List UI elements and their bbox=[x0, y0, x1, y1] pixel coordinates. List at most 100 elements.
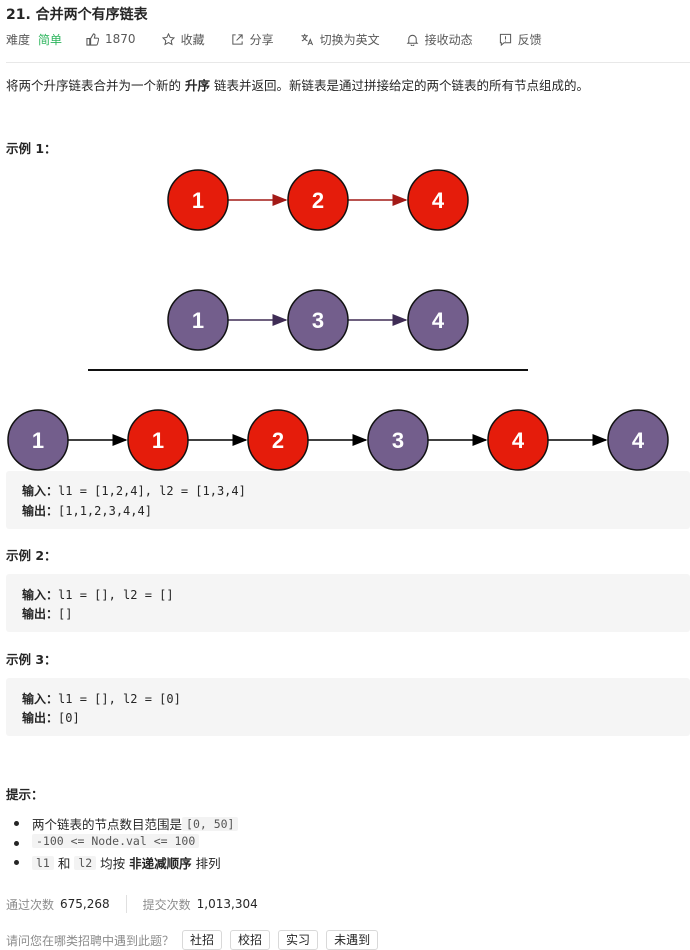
example-3-title: 示例 3： bbox=[6, 652, 57, 667]
switch-language-label: 切换为英文 bbox=[319, 32, 380, 47]
example-2-output: 输出：[] bbox=[22, 605, 72, 622]
problem-meta-bar: 难度 简单 1870 收藏 分享 切换为英文 接收动态 反馈 bbox=[6, 30, 568, 48]
example-3-code: 输入：l1 = [], l2 = [0] 输出：[0] bbox=[6, 678, 690, 736]
node-label: 1 bbox=[32, 428, 44, 453]
list2-node: 1 bbox=[167, 289, 229, 351]
hint-item: l1 和 l2 均按 非递减顺序 排列 bbox=[14, 853, 221, 872]
problem-description: 将两个升序链表合并为一个新的 升序 链表并返回。新链表是通过拼接给定的两个链表的… bbox=[6, 75, 589, 94]
description-text-start: 将两个升序链表合并为一个新的 bbox=[6, 78, 185, 93]
node-label: 3 bbox=[392, 428, 404, 453]
output-value: [] bbox=[58, 607, 73, 621]
hint-text: 均按 bbox=[96, 856, 130, 871]
node-label: 4 bbox=[632, 428, 645, 453]
list2-node: 4 bbox=[407, 289, 469, 351]
submitted-count: 1,013,304 bbox=[196, 897, 258, 911]
accepted-label: 通过次数 bbox=[6, 897, 55, 912]
share-button[interactable]: 分享 bbox=[231, 31, 274, 48]
stats-divider bbox=[125, 895, 127, 913]
bullet bbox=[14, 860, 19, 865]
merged-node: 1 bbox=[7, 409, 69, 471]
notify-label: 接收动态 bbox=[424, 32, 473, 47]
merged-node: 3 bbox=[367, 409, 429, 471]
node-label: 1 bbox=[192, 188, 204, 213]
description-bold: 升序 bbox=[184, 78, 210, 93]
difficulty-label: 难度 bbox=[6, 32, 31, 47]
hint-code: [0, 50] bbox=[182, 816, 239, 831]
example-2-code: 输入：l1 = [], l2 = [] 输出：[] bbox=[6, 574, 690, 632]
input-label: 输入： bbox=[22, 692, 59, 706]
interview-option-button[interactable]: 社招 bbox=[182, 930, 223, 950]
input-label: 输入： bbox=[22, 588, 59, 602]
merged-node: 4 bbox=[487, 409, 549, 471]
node-label: 4 bbox=[432, 308, 445, 333]
accepted-count: 675,268 bbox=[60, 897, 110, 911]
interview-option-button[interactable]: 校招 bbox=[230, 930, 271, 950]
bullet bbox=[14, 821, 19, 826]
feedback-button[interactable]: 反馈 bbox=[499, 31, 542, 48]
hint-code: l2 bbox=[74, 855, 97, 870]
example-1-output: 输出：[1,1,2,3,4,4] bbox=[22, 502, 152, 519]
example-1-input: 输入：l1 = [1,2,4], l2 = [1,3,4] bbox=[22, 482, 246, 499]
node-label: 3 bbox=[312, 308, 324, 333]
translate-icon bbox=[301, 33, 313, 45]
example-3-input: 输入：l1 = [], l2 = [0] bbox=[22, 690, 181, 707]
node-label: 1 bbox=[192, 308, 204, 333]
output-label: 输出： bbox=[22, 504, 59, 518]
input-value: l1 = [], l2 = [0] bbox=[58, 692, 181, 706]
favorite-button[interactable]: 收藏 bbox=[161, 31, 205, 48]
share-label: 分享 bbox=[249, 32, 274, 47]
hint-text: 和 bbox=[53, 856, 75, 871]
hints-title: 提示： bbox=[6, 787, 44, 802]
input-label: 输入： bbox=[22, 484, 59, 498]
list1-node: 1 bbox=[167, 169, 229, 231]
interview-question-text: 请问您在哪类招聘中遇到此题？ bbox=[6, 933, 175, 948]
description-text-end: 链表并返回。新链表是通过拼接给定的两个链表的所有节点组成的。 bbox=[210, 78, 589, 93]
feedback-label: 反馈 bbox=[517, 32, 542, 47]
node-label: 2 bbox=[312, 188, 324, 213]
list1-node: 4 bbox=[407, 169, 469, 231]
hint-item: 两个链表的节点数目范围是 [0, 50] bbox=[14, 814, 239, 833]
interview-option-button[interactable]: 实习 bbox=[278, 930, 319, 950]
switch-language-button[interactable]: 切换为英文 bbox=[300, 31, 380, 48]
node-label: 4 bbox=[432, 188, 445, 213]
hint-item: -100 <= Node.val <= 100 bbox=[14, 834, 200, 848]
input-value: l1 = [1,2,4], l2 = [1,3,4] bbox=[58, 484, 246, 498]
share-icon bbox=[231, 33, 243, 45]
problem-title: 21. 合并两个有序链表 bbox=[6, 7, 148, 23]
notify-button[interactable]: 接收动态 bbox=[406, 31, 473, 48]
node-label: 1 bbox=[152, 428, 164, 453]
example-3-output: 输出：[0] bbox=[22, 709, 80, 726]
example-2-title: 示例 2： bbox=[6, 548, 57, 563]
node-label: 2 bbox=[272, 428, 284, 453]
merged-node: 1 bbox=[127, 409, 189, 471]
list2-node: 3 bbox=[287, 289, 349, 351]
like-count: 1870 bbox=[105, 32, 136, 46]
like-button[interactable]: 1870 bbox=[86, 32, 136, 46]
hint-bold: 非递减顺序 bbox=[129, 856, 192, 871]
bullet bbox=[14, 841, 19, 846]
submitted-label: 提交次数 bbox=[142, 897, 191, 912]
interview-option-button[interactable]: 未遇到 bbox=[326, 930, 379, 950]
feedback-icon bbox=[499, 33, 511, 46]
output-label: 输出： bbox=[22, 607, 59, 621]
output-value: [1,1,2,3,4,4] bbox=[58, 504, 152, 518]
list1-node: 2 bbox=[287, 169, 349, 231]
difficulty-badge: 简单 bbox=[38, 32, 63, 47]
header-divider bbox=[6, 62, 690, 63]
node-label: 4 bbox=[512, 428, 525, 453]
bell-icon bbox=[406, 34, 419, 46]
hint-text: 两个链表的节点数目范围是 bbox=[32, 817, 183, 832]
merged-node: 4 bbox=[607, 409, 669, 471]
hint-text: 排列 bbox=[191, 856, 221, 871]
interview-question: 请问您在哪类招聘中遇到此题？ 社招 校招 实习 未遇到 bbox=[6, 930, 379, 950]
favorite-label: 收藏 bbox=[180, 32, 205, 47]
hint-code: -100 <= Node.val <= 100 bbox=[32, 834, 200, 848]
hint-code: l1 bbox=[32, 855, 54, 870]
example-1-title: 示例 1： bbox=[6, 141, 57, 156]
submission-stats: 通过次数 675,268 提交次数 1,013,304 bbox=[6, 895, 258, 913]
example-1-code: 输入：l1 = [1,2,4], l2 = [1,3,4] 输出：[1,1,2,… bbox=[6, 471, 690, 529]
star-icon bbox=[161, 32, 175, 45]
merged-node: 2 bbox=[247, 409, 309, 471]
example-2-input: 输入：l1 = [], l2 = [] bbox=[22, 586, 174, 603]
thumbs-up-icon bbox=[86, 32, 100, 46]
